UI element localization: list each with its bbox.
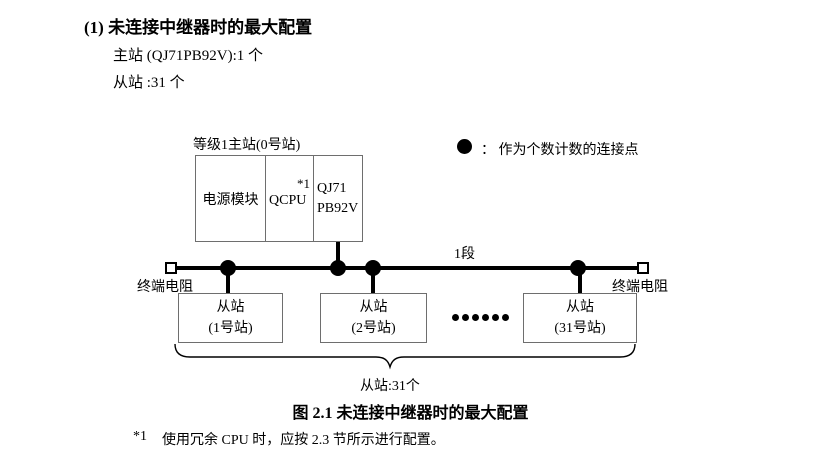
bus-line <box>177 266 637 270</box>
slave-count-label: 从站:31个 <box>360 379 420 394</box>
slave31-name: 从站 <box>566 300 594 315</box>
spec-master-count: 主站 (QJ71PB92V):1 个 <box>113 48 264 64</box>
terminating-resistor-left <box>165 262 177 274</box>
connection-point-icon <box>457 139 472 154</box>
cpu-module-cell: *1 QCPU <box>266 156 314 241</box>
terminator-left-label: 终端电阻 <box>137 280 193 295</box>
terminating-resistor-right <box>637 262 649 274</box>
cpu-footnote-marker: *1 <box>297 176 310 191</box>
master-drop-line <box>336 242 340 268</box>
master-station-box: 电源模块 *1 QCPU QJ71 PB92V <box>195 155 363 242</box>
slave2-drop-line <box>371 268 375 293</box>
power-module-cell: 电源模块 <box>196 156 266 241</box>
slave2-name: 从站 <box>359 300 388 315</box>
footnote-marker: *1 <box>133 429 147 444</box>
slave1-name: 从站 <box>216 300 245 315</box>
slave2-station: (2号站) <box>351 321 396 336</box>
footnote-text: 使用冗余 CPU 时，应按 2.3 节所示进行配置。 <box>162 433 445 448</box>
slave31-drop-line <box>578 268 582 293</box>
connection-dot-master <box>330 260 346 276</box>
slave31-station: (31号站) <box>554 321 606 336</box>
master-station-label: 等级1主站(0号站) <box>193 138 301 153</box>
pb92v-label-line2: PB92V <box>317 200 359 216</box>
slave1-box: 从站 (1号站) <box>178 293 283 343</box>
slave2-box: 从站 (2号站) <box>320 293 427 343</box>
slave1-station: (1号站) <box>208 321 253 336</box>
spec-slave-count: 从站 :31 个 <box>113 75 185 91</box>
figure-caption: 图 2.1 未连接中继器时的最大配置 <box>292 405 529 422</box>
slave31-box: 从站 (31号站) <box>523 293 637 343</box>
pb92v-label-line1: QJ71 <box>317 180 347 196</box>
pb92v-module-cell: QJ71 PB92V <box>314 156 362 241</box>
ellipsis-dots-icon <box>452 314 509 321</box>
cpu-module-label: QCPU <box>269 193 307 208</box>
section-heading: (1) 未连接中继器时的最大配置 <box>84 18 313 37</box>
slave-count-brace <box>174 343 636 370</box>
legend-text: ： 作为个数计数的连接点 <box>481 143 639 158</box>
terminator-right-label: 终端电阻 <box>612 280 668 295</box>
segment-label: 1段 <box>454 247 475 262</box>
slave1-drop-line <box>226 268 230 293</box>
